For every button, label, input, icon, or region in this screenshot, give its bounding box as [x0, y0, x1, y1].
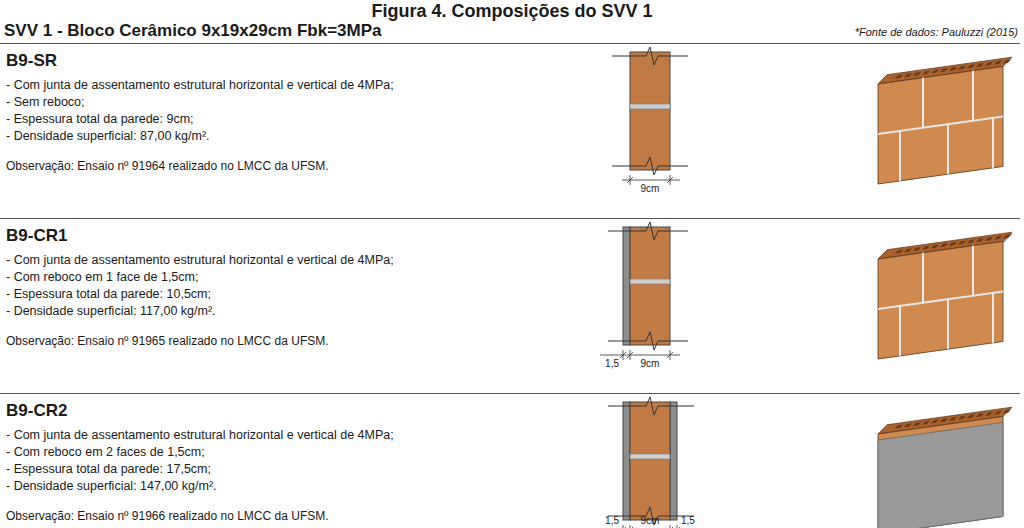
- dimension-label: 9cm: [641, 358, 660, 369]
- dimension-label: 9cm: [641, 183, 660, 194]
- source-note: *Fonte de dados: Pauluzzi (2015): [855, 26, 1018, 38]
- composition-band: B9-CR2 - Com junta de assentamento estrut…: [0, 394, 600, 528]
- brick-wall-3d: [878, 57, 1012, 184]
- bullet-item: - Com junta de assentamento estrutural h…: [6, 253, 394, 268]
- composition-band: B9-CR1 - Com junta de assentamento estrut…: [0, 219, 600, 393]
- bullet-item: - Sem reboco;: [6, 95, 85, 110]
- section-heading: B9-SR: [6, 51, 57, 71]
- bullet-item: - Com junta de assentamento estrutural h…: [6, 78, 394, 93]
- figure-title: Figura 4. Composições do SVV 1: [0, 1, 1024, 22]
- bullet-item: - Espessura total da parede: 17,5cm;: [6, 462, 211, 477]
- separator-lines: [0, 44, 1020, 394]
- section-heading: B9-CR2: [6, 401, 67, 421]
- bullet-item: - Espessura total da parede: 10,5cm;: [6, 287, 211, 302]
- observation-note: Observação: Ensaio nº 91965 realizado no…: [6, 334, 329, 348]
- wall-section: [600, 222, 688, 360]
- composition-band: B9-SR - Com junta de assentamento estrutu…: [0, 44, 600, 218]
- bullet-item: - Densidade superficial: 147,00 kg/m².: [6, 479, 217, 494]
- bullet-item: - Com junta de assentamento estrutural h…: [6, 428, 394, 443]
- dimension-label: 9cm: [641, 515, 660, 526]
- dimension-label: 1,5: [605, 515, 619, 526]
- bullet-item: - Densidade superficial: 117,00 kg/m².: [6, 304, 216, 319]
- dimension-label: 1,5: [605, 358, 619, 369]
- bullet-item: - Densidade superficial: 87,00 kg/m².: [6, 129, 210, 144]
- bullet-item: - Com reboco em 1 face de 1,5cm;: [6, 270, 198, 285]
- bullet-item: - Espessura total da parede: 9cm;: [6, 112, 194, 127]
- brick-wall-3d: [878, 232, 1012, 359]
- observation-note: Observação: Ensaio nº 91964 realizado no…: [6, 159, 329, 173]
- wall-section: [612, 47, 688, 185]
- dimension-label: 1,5: [681, 515, 695, 526]
- rendered-wall-3d: [878, 407, 1012, 528]
- section-heading: B9-CR1: [6, 226, 67, 246]
- observation-note: Observação: Ensaio nº 91966 realizado no…: [6, 509, 329, 523]
- bullet-item: - Com reboco em 2 faces de 1,5cm;: [6, 445, 205, 460]
- subtitle: SVV 1 - Bloco Cerâmico 9x19x29cm Fbk=3MP…: [4, 22, 382, 41]
- wall-section: [600, 397, 700, 528]
